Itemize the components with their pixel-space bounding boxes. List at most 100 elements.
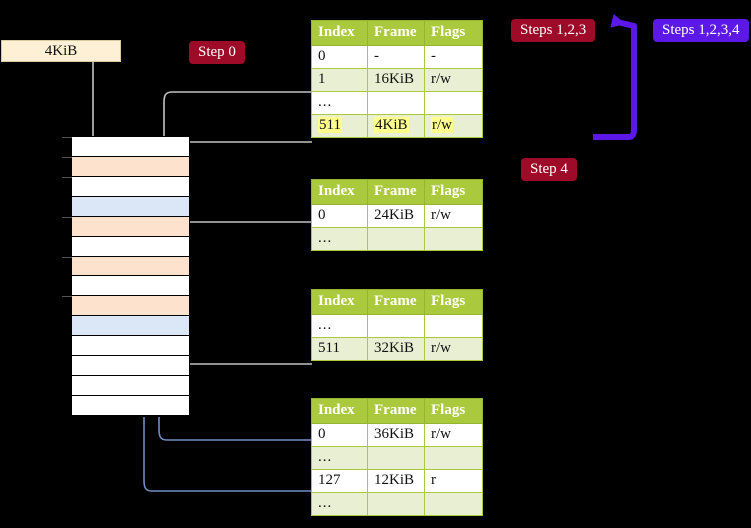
table-row: ...	[311, 446, 483, 470]
badge-steps-1234-label: Steps 1,2,3,4	[662, 22, 740, 38]
size-box-label: 4KiB	[44, 43, 78, 59]
purple-steps-arrow	[593, 13, 637, 140]
memory-tick	[62, 217, 72, 218]
memory-row	[72, 196, 189, 217]
cell-frame: 12KiB	[367, 469, 425, 493]
cell-flags	[424, 492, 483, 516]
col-header-flags: Flags	[424, 398, 483, 424]
memory-row	[72, 176, 189, 197]
table-row: ...	[311, 227, 483, 251]
col-header-index: Index	[311, 289, 368, 315]
cell-frame	[367, 314, 425, 338]
col-header-index: Index	[311, 398, 368, 424]
table-header-row: Index Frame Flags	[311, 289, 483, 315]
cell-index: 511	[311, 337, 368, 361]
cell-frame: 36KiB	[367, 423, 425, 447]
cell-flags: r	[424, 469, 483, 493]
cell-frame: 24KiB	[367, 204, 425, 228]
col-header-index: Index	[311, 179, 368, 205]
cell-flags	[424, 446, 483, 470]
table-row: ...	[311, 492, 483, 516]
cell-frame	[367, 446, 425, 470]
cell-index: ...	[311, 492, 368, 516]
cell-index: ...	[311, 446, 368, 470]
cell-frame: 16KiB	[367, 68, 425, 92]
badge-steps-123-label: Steps 1,2,3	[520, 22, 587, 38]
cell-flags: r/w	[424, 337, 483, 361]
memory-row	[72, 276, 189, 297]
memory-tick	[62, 296, 72, 297]
cell-flags	[424, 227, 483, 251]
memory-row	[72, 316, 189, 337]
badge-steps-123: Steps 1,2,3	[511, 19, 596, 42]
badge-step-0-label: Step 0	[198, 44, 236, 60]
cell-flags: r/w	[424, 423, 483, 447]
badge-step-4-label: Step 4	[530, 161, 568, 177]
memory-row	[72, 256, 189, 277]
badge-step-0: Step 0	[189, 41, 245, 64]
table-row: 0--	[311, 45, 483, 69]
memory-tick	[62, 137, 72, 138]
cell-flags: r/w	[424, 204, 483, 228]
memory-row	[72, 376, 189, 396]
table-header-row: Index Frame Flags	[311, 179, 483, 205]
col-header-index: Index	[311, 20, 368, 46]
memory-row	[72, 137, 189, 157]
table-row: ...	[311, 91, 483, 115]
cell-frame: -	[367, 45, 425, 69]
col-header-flags: Flags	[424, 289, 483, 315]
cell-index: 0	[311, 204, 368, 228]
cell-frame: 4KiB	[367, 114, 425, 138]
cell-frame	[367, 91, 425, 115]
cell-flags: r/w	[424, 68, 483, 92]
cell-index: ...	[311, 227, 368, 251]
col-header-frame: Frame	[367, 179, 425, 205]
memory-row	[72, 156, 189, 177]
memory-row	[72, 236, 189, 257]
cell-index: 511	[311, 114, 368, 138]
wire-pml4-row511-to-memory	[173, 141, 312, 164]
table-header-row: Index Frame Flags	[311, 20, 483, 46]
memory-tick	[62, 157, 72, 158]
table-header-row: Index Frame Flags	[311, 398, 483, 424]
size-box-4kib: 4KiB	[1, 40, 121, 62]
memory-row	[72, 395, 189, 416]
cell-flags	[424, 91, 483, 115]
memory-tick	[62, 257, 72, 258]
memory-tick	[62, 177, 72, 178]
cell-flags	[424, 314, 483, 338]
cell-flags: r/w	[424, 114, 483, 138]
memory-column	[62, 136, 190, 417]
cell-index: 0	[311, 423, 368, 447]
badge-steps-1234: Steps 1,2,3,4	[653, 19, 749, 42]
cell-index: 127	[311, 469, 368, 493]
wire-pdpt-row0-to-memory	[174, 221, 312, 259]
col-header-frame: Frame	[367, 20, 425, 46]
cell-index: 1	[311, 68, 368, 92]
cell-index: 0	[311, 45, 368, 69]
badge-step-4: Step 4	[521, 158, 577, 181]
cell-index: ...	[311, 91, 368, 115]
memory-row	[72, 296, 189, 317]
col-header-flags: Flags	[424, 20, 483, 46]
memory-row	[72, 336, 189, 357]
cell-frame	[367, 492, 425, 516]
cell-frame	[367, 227, 425, 251]
col-header-flags: Flags	[424, 179, 483, 205]
col-header-frame: Frame	[367, 398, 425, 424]
cell-flags: -	[424, 45, 483, 69]
cell-index: ...	[311, 314, 368, 338]
memory-row	[72, 216, 189, 237]
col-header-frame: Frame	[367, 289, 425, 315]
cell-frame: 32KiB	[367, 337, 425, 361]
